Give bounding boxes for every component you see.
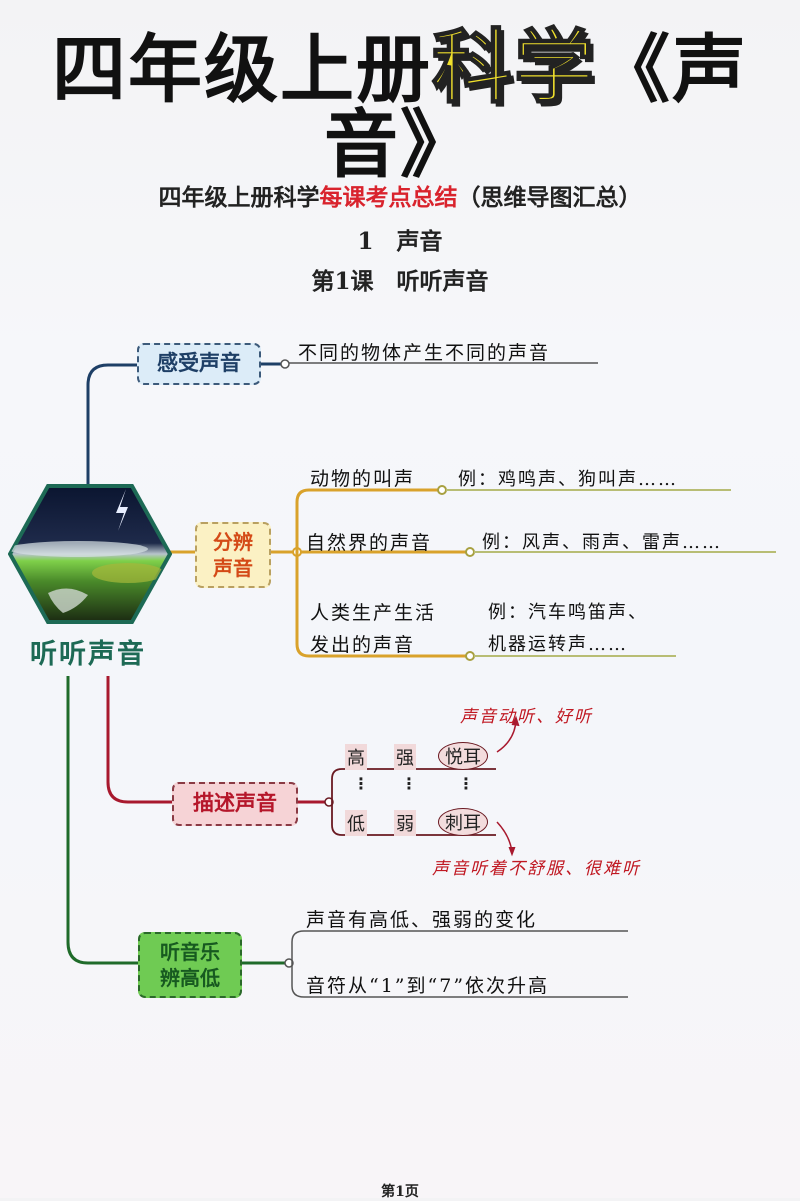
leaf-different-objects: 不同的物体产生不同的声音 bbox=[298, 342, 551, 364]
branch-music-line1: 听音乐 bbox=[160, 940, 220, 964]
leaf-nature-sounds: 自然界的声音 bbox=[306, 532, 433, 554]
branch-distinguish-sound: 分辨 声音 bbox=[195, 522, 271, 588]
note-pleasant: 声音动听、好听 bbox=[460, 707, 593, 727]
cell-harsh: 刺耳 bbox=[438, 808, 488, 836]
cell-pleasant: 悦耳 bbox=[438, 742, 488, 770]
branch-describe-label: 描述声音 bbox=[193, 791, 277, 816]
leaf-human-sounds-line1: 人类生产生活 bbox=[310, 602, 437, 624]
branch-music-line2: 辨高低 bbox=[160, 966, 220, 990]
leaf-nature-example: 例：风声、雨声、雷声…… bbox=[482, 532, 722, 553]
cell-low: 低 bbox=[345, 810, 367, 836]
branch-distinguish-line1: 分辨 bbox=[213, 530, 253, 554]
leaf-pitch-volume-change: 声音有高低、强弱的变化 bbox=[306, 909, 538, 931]
leaf-human-sounds-line2: 发出的声音 bbox=[310, 634, 416, 656]
title-highlight: 科学 bbox=[431, 21, 596, 114]
unit-heading: 1 声音 bbox=[357, 228, 443, 255]
note-harsh: 声音听着不舒服、很难听 bbox=[432, 859, 641, 879]
center-topic-label: 听听声音 bbox=[30, 639, 146, 670]
branch-describe-sound: 描述声音 bbox=[172, 782, 298, 826]
leaf-animal-sounds: 动物的叫声 bbox=[310, 468, 416, 490]
subtitle-prefix: 四年级上册科学 bbox=[158, 184, 320, 211]
leaf-notes-ascending: 音符从“1”到“7”依次升高 bbox=[306, 975, 550, 997]
dots-col2: ⋮ bbox=[401, 774, 417, 793]
cell-strong: 强 bbox=[394, 744, 416, 770]
lesson-heading: 第1课 听听声音 bbox=[311, 268, 489, 295]
subtitle: 四年级上册科学每课考点总结（思维导图汇总） bbox=[0, 178, 800, 212]
leaf-human-example-line2: 机器运转声…… bbox=[488, 634, 628, 655]
title-part2: 《声音》 bbox=[324, 27, 748, 188]
subtitle-suffix: （思维导图汇总） bbox=[457, 184, 642, 211]
branch-feel-sound: 感受声音 bbox=[137, 343, 261, 385]
branch-distinguish-line2: 声音 bbox=[213, 556, 253, 580]
cell-high: 高 bbox=[345, 744, 367, 770]
dots-col3: ⋮ bbox=[458, 774, 474, 793]
branch-music-pitch: 听音乐 辨高低 bbox=[138, 932, 242, 998]
center-image-thunderstorm bbox=[8, 484, 172, 624]
leaf-human-example-line1: 例：汽车鸣笛声、 bbox=[488, 602, 648, 623]
leaf-animal-example: 例：鸡鸣声、狗叫声…… bbox=[458, 469, 678, 490]
title-part1: 四年级上册 bbox=[52, 27, 432, 113]
subtitle-red: 每课考点总结 bbox=[319, 184, 458, 211]
cell-weak: 弱 bbox=[394, 810, 416, 836]
branch-feel-sound-label: 感受声音 bbox=[157, 351, 241, 376]
page-number: 第1页 bbox=[381, 1184, 419, 1200]
main-title: 四年级上册科学《声音》 bbox=[0, 27, 800, 183]
dots-col1: ⋮ bbox=[353, 774, 369, 793]
